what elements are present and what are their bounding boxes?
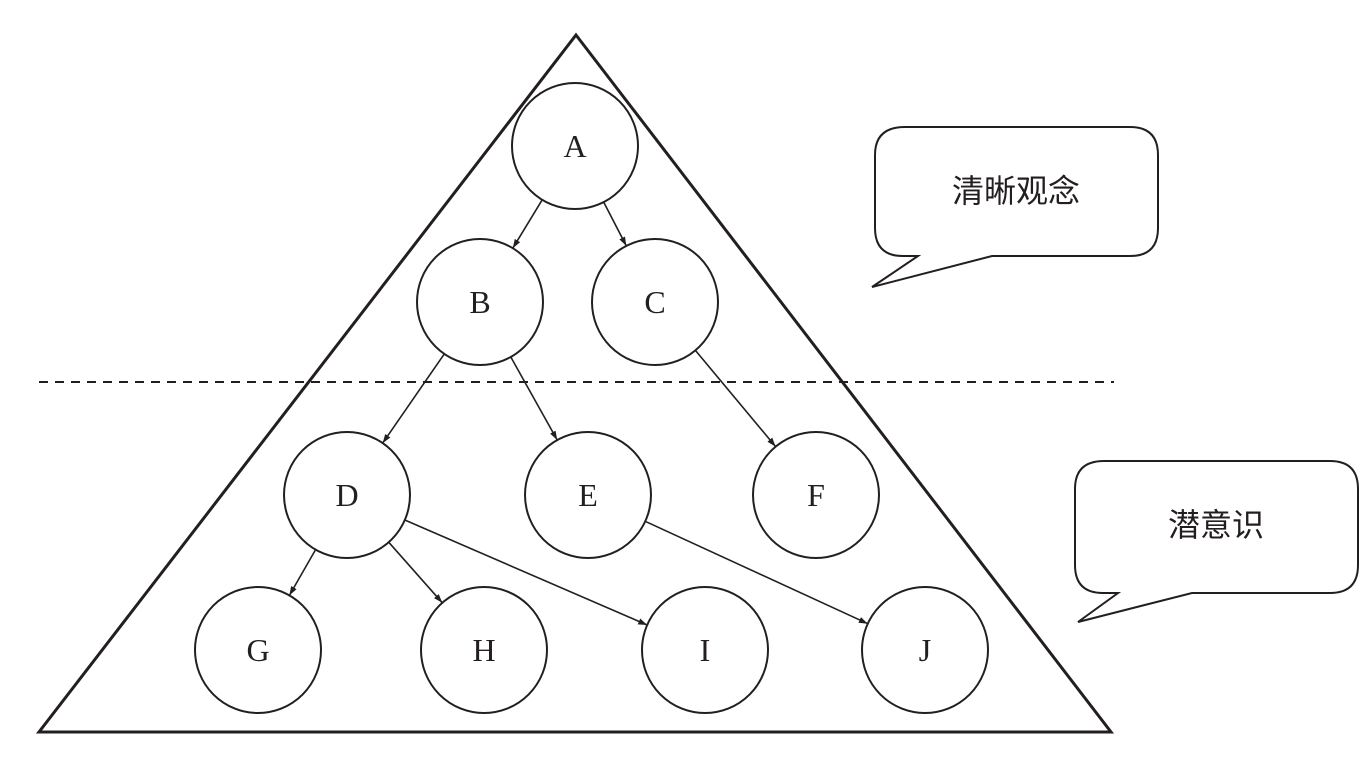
edge-d-to-g xyxy=(288,549,317,596)
node-d: D xyxy=(283,431,411,559)
node-e-label: E xyxy=(578,477,598,513)
node-f: F xyxy=(752,431,880,559)
node-d-label: D xyxy=(335,477,358,513)
pyramid-outline xyxy=(35,32,1115,734)
node-a-label: A xyxy=(563,128,586,164)
node-h-label: H xyxy=(472,632,495,668)
node-g: G xyxy=(194,586,322,714)
callout-subconscious: 潜意识 xyxy=(1074,460,1359,623)
callout-conscious-bubble xyxy=(871,126,1159,288)
callout-subconscious-label: 潜意识 xyxy=(1168,506,1264,544)
edge-c-to-f xyxy=(694,349,777,448)
node-a: A xyxy=(511,82,639,210)
edge-b-to-e xyxy=(510,356,558,441)
edge-d-to-h xyxy=(388,541,443,604)
edge-b-to-d xyxy=(382,353,445,444)
edge-a-to-c xyxy=(602,201,628,247)
edge-e-to-j xyxy=(644,520,869,625)
node-e: E xyxy=(524,431,652,559)
node-c: C xyxy=(591,238,719,366)
callout-conscious: 清晰观念 xyxy=(871,126,1159,288)
node-h: H xyxy=(420,586,548,714)
edge-d-to-i xyxy=(404,519,648,626)
node-i: I xyxy=(641,586,769,714)
node-f-label: F xyxy=(807,477,825,513)
edges-layer xyxy=(288,199,869,626)
node-g-label: G xyxy=(246,632,269,668)
node-i-label: I xyxy=(700,632,711,668)
nodes-layer: A B C D E F G H xyxy=(194,82,989,714)
callout-conscious-label: 清晰观念 xyxy=(952,172,1080,210)
node-j-label: J xyxy=(919,632,931,668)
node-b: B xyxy=(416,238,544,366)
node-b-label: B xyxy=(469,284,490,320)
callout-subconscious-bubble xyxy=(1074,460,1359,623)
node-c-label: C xyxy=(644,284,665,320)
edge-a-to-b xyxy=(512,199,543,249)
node-j: J xyxy=(861,586,989,714)
